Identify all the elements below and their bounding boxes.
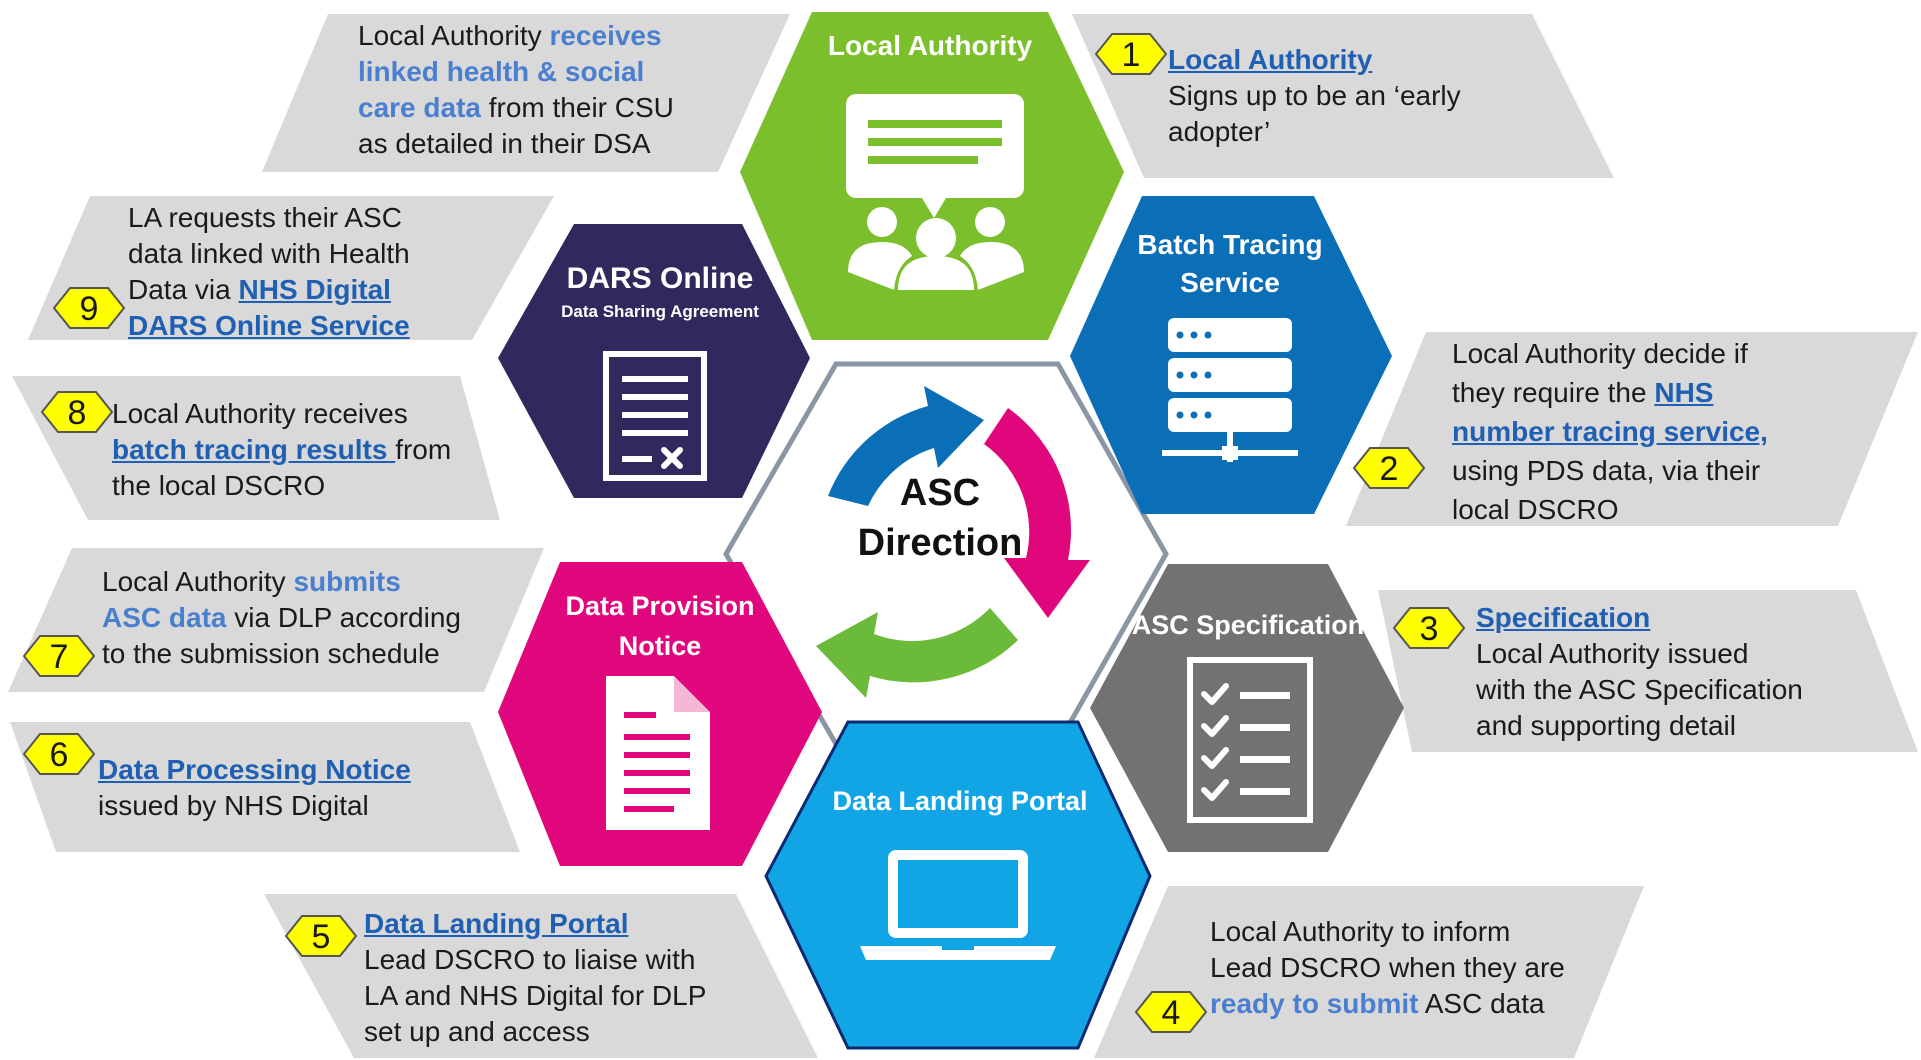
link-nhs-number-tracing[interactable]: NHS [1654, 377, 1714, 408]
step-badge-4: 4 [1134, 991, 1208, 1033]
svg-text:3: 3 [1420, 610, 1439, 648]
hex-dars-online [498, 224, 810, 498]
step-badge-3: 3 [1392, 607, 1466, 649]
banner-3 [1378, 590, 1918, 752]
text-step-3: Specification Local Authority issued wit… [1476, 602, 1803, 741]
link-specification[interactable]: Specification [1476, 602, 1651, 633]
hex-asc-specification [1090, 564, 1404, 852]
hex-title-local-authority: Local Authority [827, 30, 1033, 61]
link-local-authority[interactable]: Local Authority [1168, 44, 1373, 75]
step-badge-9: 9 [52, 287, 126, 329]
hex-batch-tracing [1070, 196, 1392, 514]
banner-9 [28, 196, 554, 340]
text-step-7: Local Authority submits ASC data via DLP… [102, 566, 461, 669]
checklist-icon [1187, 657, 1313, 823]
users-speech-icon [846, 94, 1024, 290]
step-badge-7: 7 [22, 635, 96, 677]
banner-8 [12, 376, 500, 520]
link-dars-online-service[interactable]: DARS Online Service [128, 310, 410, 341]
banner-1 [1072, 14, 1614, 178]
text-step-5: Data Landing Portal Lead DSCRO to liaise… [364, 908, 707, 1047]
svg-text:1: 1 [1122, 36, 1141, 74]
svg-text:2: 2 [1380, 450, 1399, 488]
text-step-6: Data Processing Notice issued by NHS Dig… [98, 754, 411, 821]
hex-title-asc-specification: ASC Specification [1131, 610, 1365, 640]
svg-text:4: 4 [1162, 994, 1181, 1032]
svg-text:5: 5 [312, 918, 331, 956]
banner-2 [1346, 332, 1918, 526]
server-icon [1162, 318, 1298, 462]
svg-text:9: 9 [80, 290, 99, 328]
hex-title-data-landing-portal: Data Landing Portal [832, 786, 1088, 816]
text-top: Local Authority receives linked health &… [358, 20, 674, 159]
hex-title-batch-tracing: Batch Tracing Service [1137, 229, 1323, 298]
text-step-4: Local Authority to inform Lead DSCRO whe… [1210, 916, 1565, 1019]
hex-title-dars-online: DARS Online Data Sharing Agreement [540, 262, 780, 322]
banner-6 [10, 722, 520, 852]
svg-text:6: 6 [50, 736, 69, 774]
link-batch-tracing-results[interactable]: batch tracing results [112, 434, 396, 465]
hex-subtitle-dars-online: Data Sharing Agreement [561, 302, 759, 321]
link-data-landing-portal[interactable]: Data Landing Portal [364, 908, 629, 939]
svg-text:7: 7 [50, 638, 69, 676]
center-title: ASC Direction [857, 472, 1023, 564]
link-nhs-number-tracing-2[interactable]: number tracing service, [1452, 416, 1768, 447]
text-step-1: Local Authority Signs up to be an ‘early… [1168, 44, 1461, 147]
text-step-2: Local Authority decide if they require t… [1452, 338, 1768, 525]
text-step-8: Local Authority receives batch tracing r… [112, 398, 452, 501]
banner-7 [8, 548, 544, 692]
laptop-icon [860, 850, 1056, 960]
banner-top [262, 14, 790, 172]
step-badge-6: 6 [22, 733, 96, 775]
step-badge-5: 5 [284, 915, 358, 957]
banner-5 [264, 894, 818, 1058]
agreement-icon [603, 351, 707, 481]
text-step-9: LA requests their ASC data linked with H… [128, 202, 410, 341]
hex-title-data-provision-notice: Data Provision Notice [565, 591, 755, 661]
banner-4 [1094, 886, 1644, 1058]
svg-text:8: 8 [68, 394, 87, 432]
step-badge-2: 2 [1352, 447, 1426, 489]
link-data-processing-notice[interactable]: Data Processing Notice [98, 754, 411, 785]
link-nhs-digital[interactable]: NHS Digital [238, 274, 391, 305]
cycle-arrows [816, 386, 1090, 698]
document-icon [606, 676, 710, 830]
step-badge-8: 8 [40, 391, 114, 433]
step-badge-1: 1 [1094, 33, 1168, 75]
